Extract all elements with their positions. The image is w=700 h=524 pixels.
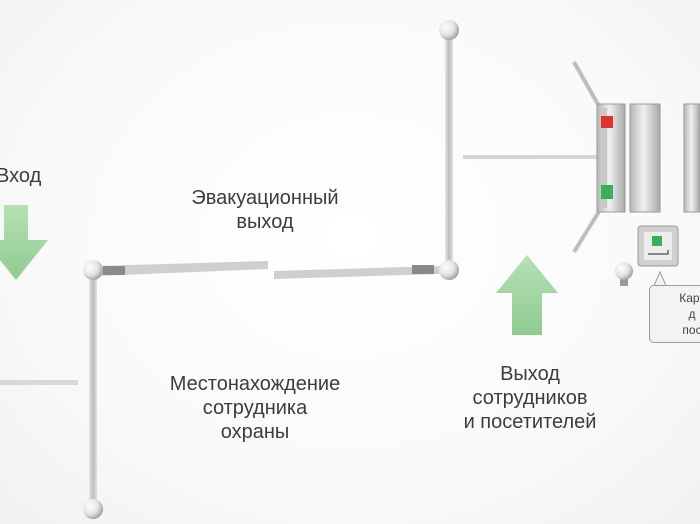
guard-booth-wall [89, 272, 97, 508]
card-reader-icon [637, 225, 679, 267]
left-partition [0, 380, 78, 385]
evacuation-exit-wall [96, 261, 440, 279]
sensor-icon [615, 262, 633, 286]
entrance-label: Вход [0, 165, 42, 187]
arrow-up-icon [496, 255, 558, 335]
turnstile-icon [572, 61, 700, 254]
turnstile-red-light [601, 116, 613, 128]
wall-joint-ball [83, 260, 103, 280]
turnstile-guide-line [463, 155, 598, 159]
wall-joint-ball [439, 20, 459, 40]
right-wall [445, 36, 453, 272]
wall-joint-ball [439, 260, 459, 280]
arrow-down-icon [0, 205, 48, 280]
staff-exit-label: Выход сотрудников и посетителей [463, 363, 597, 433]
card-note-callout: Карт д пос [649, 285, 700, 343]
wall-joint-ball [83, 499, 103, 519]
guard-location-label: Местонахождение сотрудника охраны [169, 373, 341, 443]
turnstile-green-light [601, 185, 613, 199]
evacuation-exit-label: Эвакуационный выход [191, 187, 339, 233]
